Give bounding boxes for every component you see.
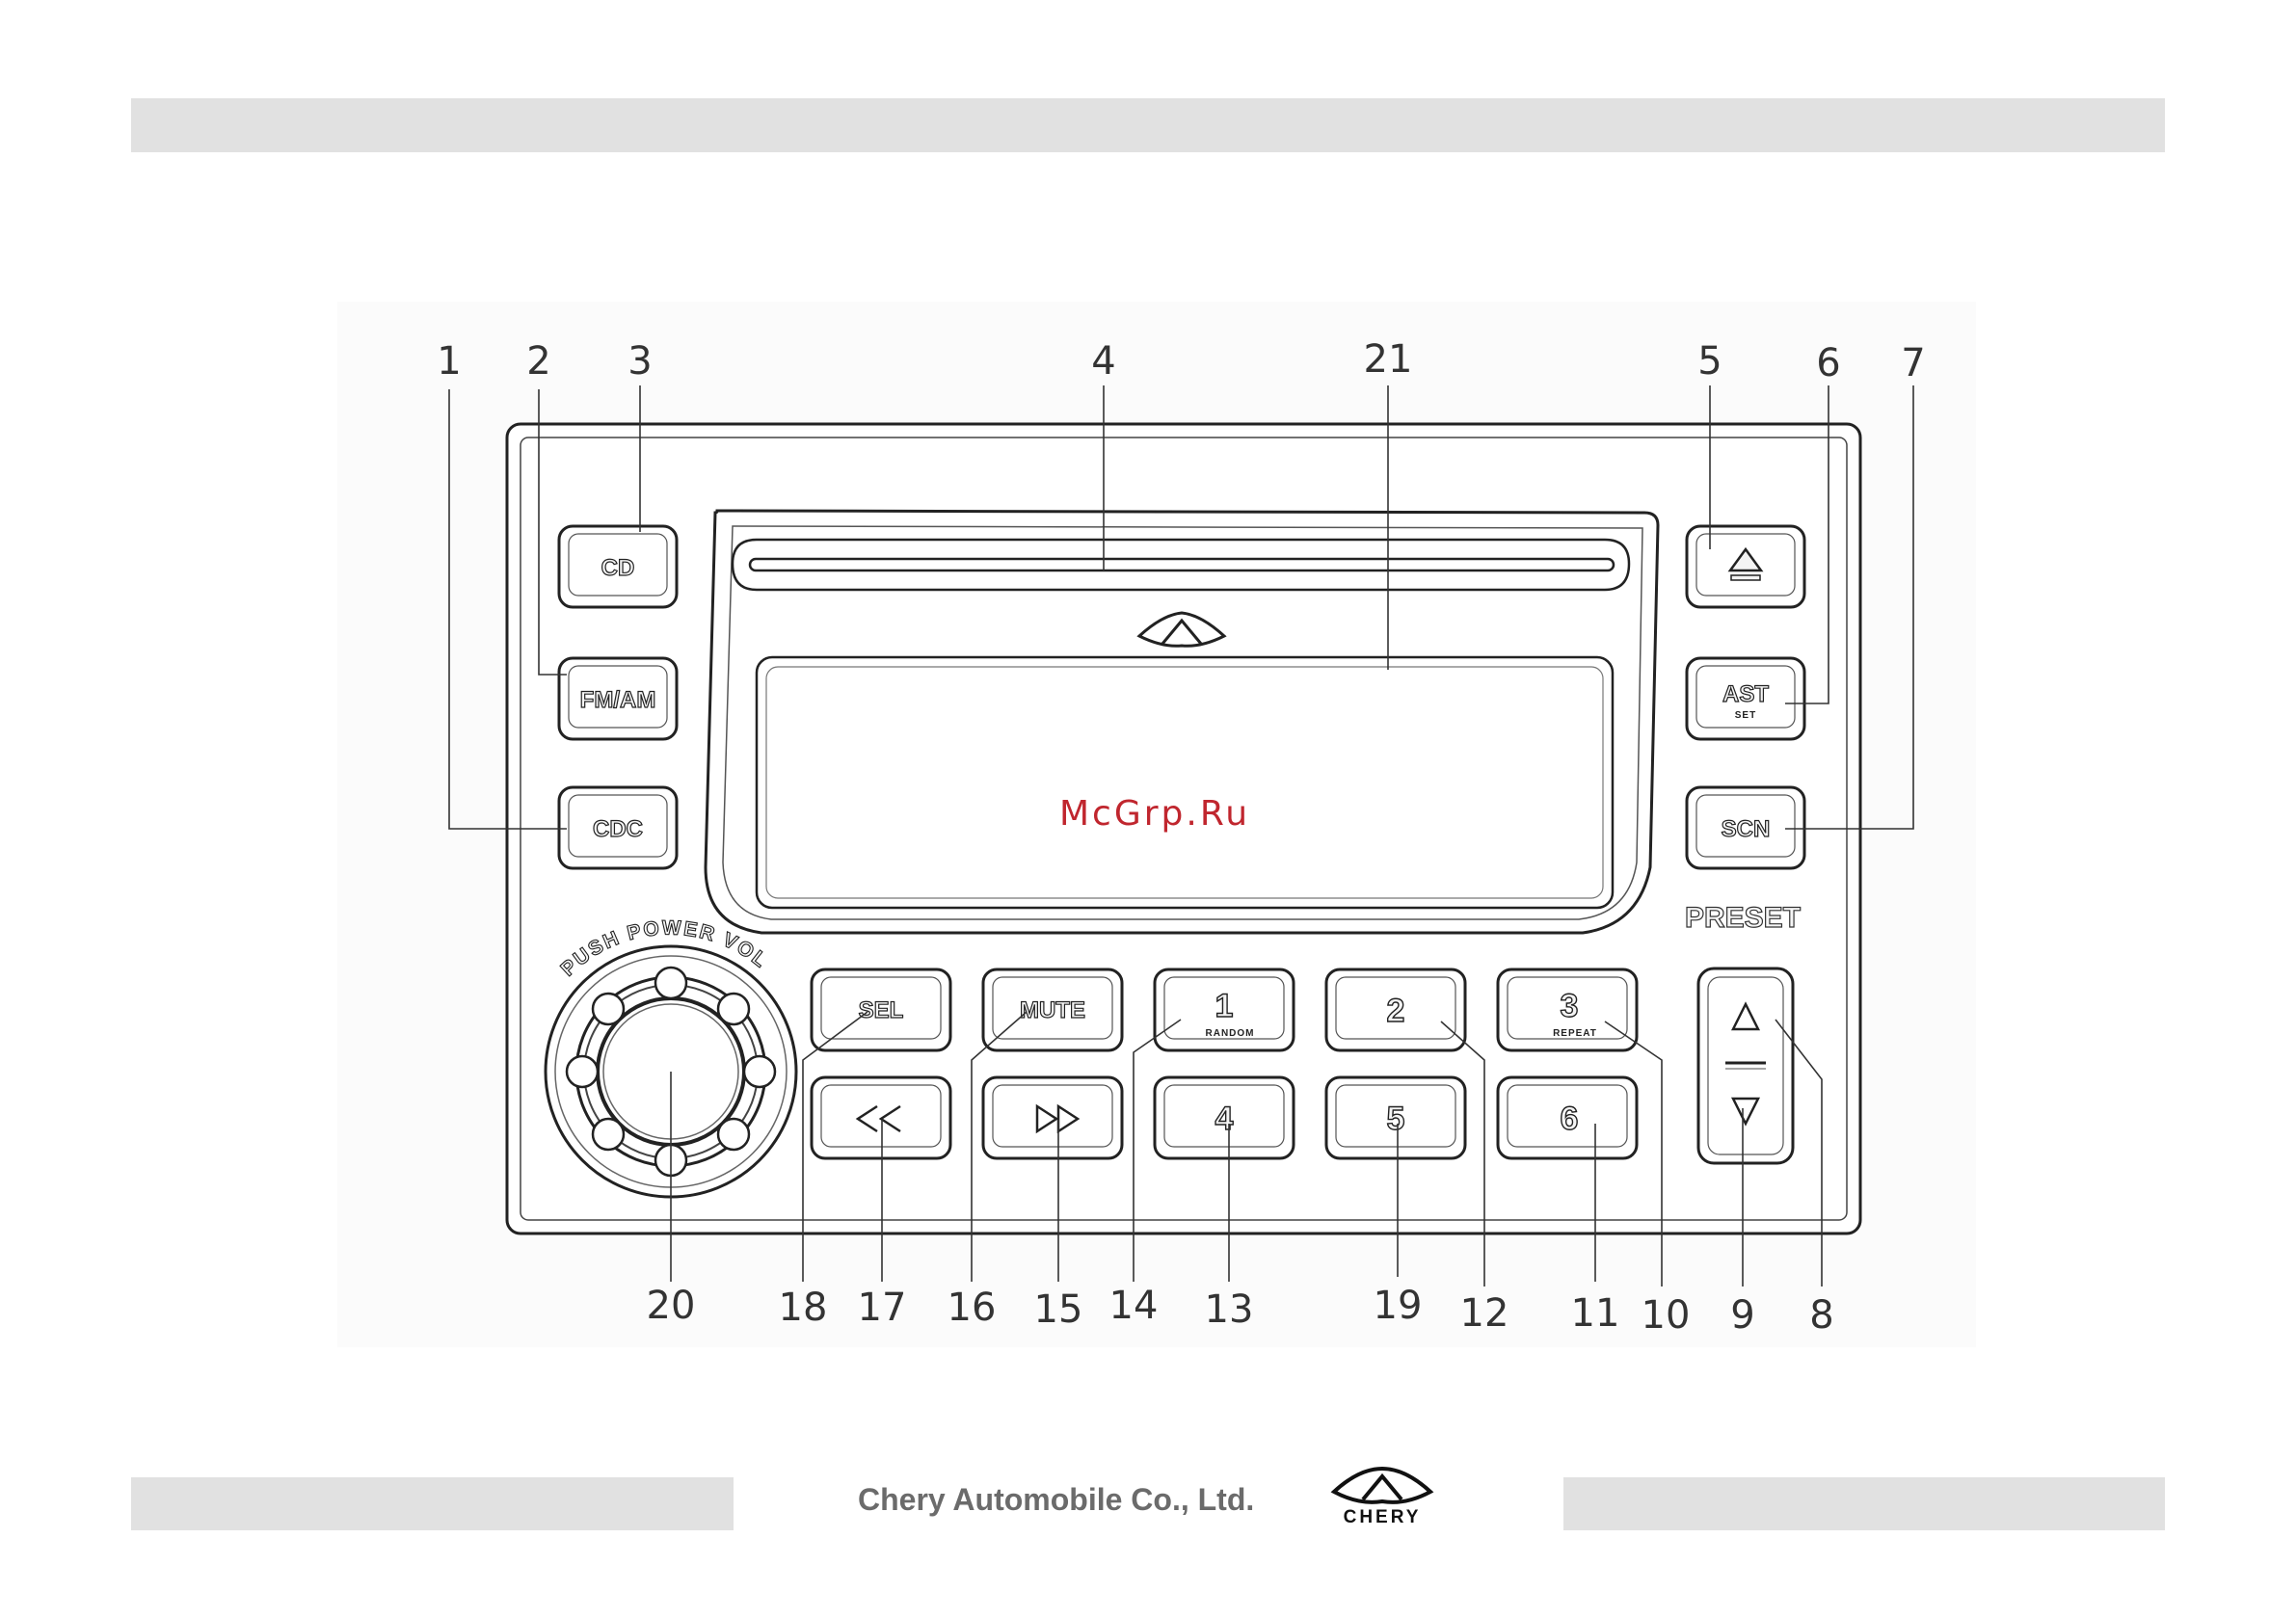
- scn-button-label: SCN: [1722, 816, 1771, 842]
- preset-6-button[interactable]: 6: [1498, 1077, 1637, 1158]
- mute-button[interactable]: MUTE: [983, 969, 1122, 1050]
- callout-7: 7: [1901, 341, 1925, 385]
- callout-17: 17: [858, 1286, 907, 1330]
- callout-10: 10: [1642, 1293, 1691, 1338]
- lcd-screen: [757, 657, 1613, 908]
- callout-21: 21: [1364, 337, 1413, 382]
- rewind-button[interactable]: [812, 1077, 950, 1158]
- callout-18: 18: [779, 1286, 828, 1330]
- callout-20: 20: [647, 1284, 696, 1328]
- footer-bar-right: [1563, 1477, 2165, 1530]
- callout-1: 1: [437, 339, 461, 384]
- callout-11: 11: [1571, 1291, 1620, 1336]
- footer-logo-text: CHERY: [1324, 1507, 1440, 1528]
- callout-13: 13: [1205, 1287, 1254, 1332]
- scn-button[interactable]: SCN: [1687, 787, 1804, 868]
- callout-14: 14: [1109, 1284, 1159, 1328]
- cd-button-label: CD: [601, 555, 635, 581]
- preset-6-label: 6: [1561, 1101, 1579, 1137]
- ast-button[interactable]: AST SET: [1687, 658, 1804, 739]
- preset-label: PRESET: [1685, 902, 1801, 934]
- preset-3-button[interactable]: 3 REPEAT: [1498, 969, 1637, 1050]
- preset-1-button[interactable]: 1 RANDOM: [1155, 969, 1294, 1050]
- preset-rocker[interactable]: [1698, 968, 1793, 1163]
- callout-5: 5: [1697, 339, 1722, 384]
- fm-am-button-label: FM/AM: [580, 687, 656, 713]
- preset-2-button[interactable]: 2: [1326, 969, 1465, 1050]
- callout-8: 8: [1809, 1293, 1833, 1338]
- preset-5-button[interactable]: 5: [1326, 1077, 1465, 1158]
- cdc-button[interactable]: CDC: [559, 787, 677, 868]
- eject-bar-icon: [1731, 575, 1760, 580]
- preset-1-label: 1: [1215, 988, 1234, 1024]
- fm-am-button[interactable]: FM/AM: [559, 658, 677, 739]
- cd-slot[interactable]: [750, 559, 1614, 570]
- cd-button[interactable]: CD: [559, 526, 677, 607]
- footer-company-name: Chery Automobile Co., Ltd.: [858, 1482, 1254, 1518]
- watermark: McGrp.Ru: [1059, 794, 1250, 834]
- callout-16: 16: [948, 1286, 997, 1330]
- mute-button-label: MUTE: [1020, 997, 1085, 1023]
- fast-forward-button[interactable]: [983, 1077, 1122, 1158]
- eject-button[interactable]: [1687, 526, 1804, 607]
- preset-1-sublabel: RANDOM: [1206, 1028, 1255, 1039]
- callout-2: 2: [526, 339, 550, 384]
- ast-button-sublabel: SET: [1735, 710, 1756, 721]
- preset-4-button[interactable]: 4: [1155, 1077, 1294, 1158]
- callout-9: 9: [1730, 1293, 1754, 1338]
- preset-5-label: 5: [1387, 1101, 1405, 1137]
- callout-19: 19: [1374, 1284, 1423, 1328]
- footer-bar-left: [131, 1477, 734, 1530]
- callout-12: 12: [1460, 1291, 1509, 1336]
- callout-6: 6: [1816, 341, 1840, 385]
- preset-3-label: 3: [1561, 988, 1579, 1024]
- callout-3: 3: [627, 339, 652, 384]
- preset-4-label: 4: [1215, 1101, 1234, 1137]
- ast-button-label: AST: [1722, 681, 1769, 707]
- preset-3-sublabel: REPEAT: [1553, 1028, 1597, 1039]
- callout-4: 4: [1091, 339, 1115, 384]
- callout-15: 15: [1034, 1287, 1083, 1332]
- preset-2-label: 2: [1387, 993, 1405, 1029]
- cdc-button-label: CDC: [593, 816, 643, 842]
- sel-button-label: SEL: [859, 997, 904, 1023]
